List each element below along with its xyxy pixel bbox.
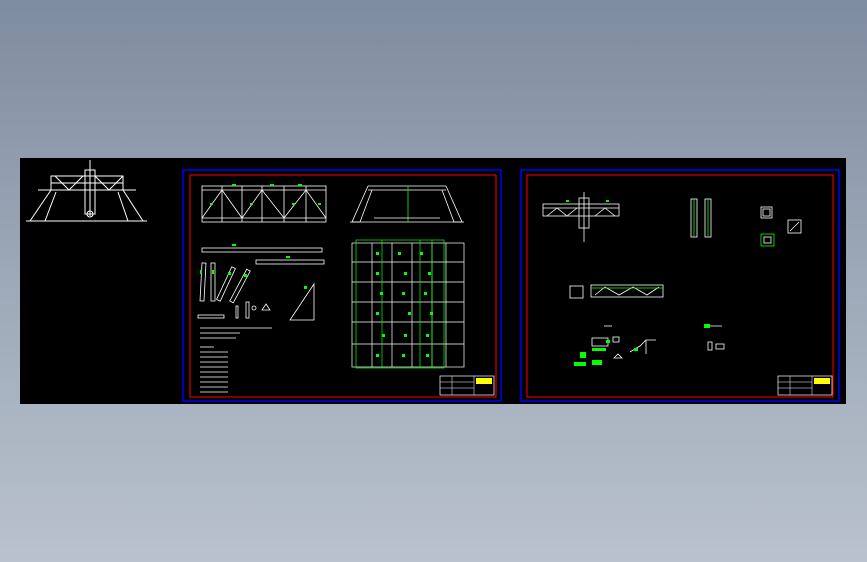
front-elevation-truss <box>201 185 327 223</box>
plan-grid-highlight <box>355 239 445 369</box>
sheet-1-notes <box>200 327 272 393</box>
sheet-2[interactable] <box>520 169 840 402</box>
member-details <box>197 247 325 321</box>
plan-grid-dimensions <box>376 252 433 357</box>
connection-dimensions <box>574 324 710 366</box>
title-block-logo <box>476 378 492 384</box>
beam-with-post <box>542 192 620 242</box>
sheet-1-title-block[interactable] <box>439 375 495 396</box>
sheet-1-border <box>182 169 502 402</box>
section-details <box>569 206 802 299</box>
member-details-dimensions <box>200 244 307 289</box>
sheet-2-title-block[interactable] <box>777 375 833 396</box>
front-elevation-dimensions <box>210 184 321 205</box>
overview-frame-drawing <box>26 160 147 222</box>
connection-details <box>591 325 725 359</box>
horizontal-truss <box>590 284 664 298</box>
beam-dimensions <box>566 200 609 202</box>
sheet-2-frame <box>526 174 834 398</box>
title-block-logo <box>814 378 830 384</box>
sheet-1[interactable] <box>182 169 502 402</box>
sheet-2-border <box>520 169 840 402</box>
side-elevation <box>350 185 464 223</box>
sheet-1-frame <box>189 174 497 398</box>
column-sections <box>690 198 712 238</box>
